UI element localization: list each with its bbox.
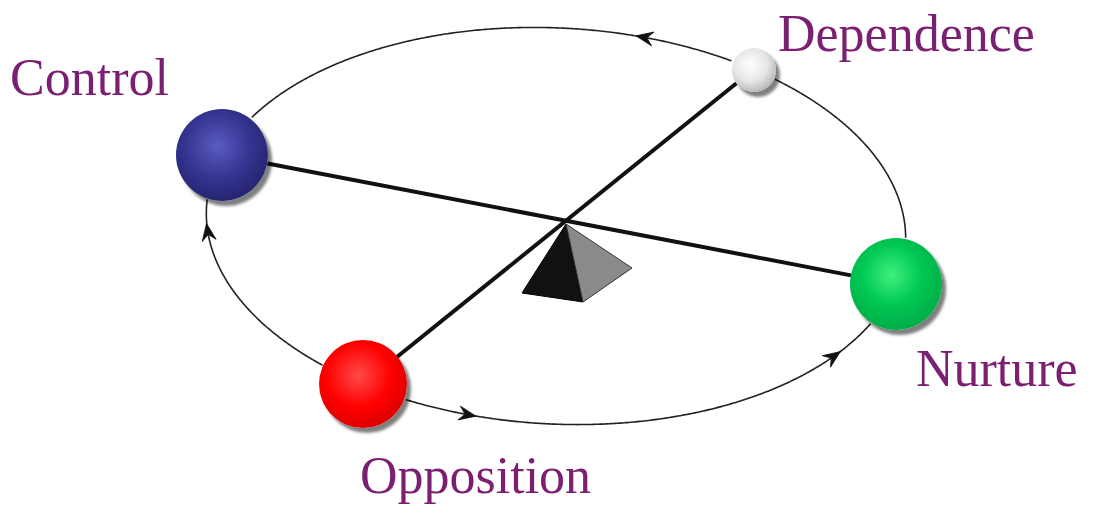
- arrowhead: [822, 346, 844, 367]
- orbit-arc: [252, 27, 732, 117]
- arrowhead: [200, 223, 216, 242]
- node-label: Nurture: [916, 343, 1078, 395]
- opposition-sphere: Opposition: [319, 340, 407, 428]
- node-label: Opposition: [360, 450, 591, 502]
- pivot-light-face: [566, 224, 632, 302]
- orbit-arc: [406, 324, 871, 425]
- orbit-arc: [775, 79, 906, 238]
- orbit-arc: [206, 199, 322, 365]
- control-sphere: Control: [176, 109, 268, 201]
- dependence-sphere: Dependence: [732, 48, 776, 92]
- node-label: Control: [10, 52, 169, 104]
- arrowhead: [635, 29, 654, 46]
- arrowhead: [458, 406, 477, 423]
- balance-beam: [397, 83, 736, 356]
- node-label: Dependence: [778, 8, 1035, 60]
- balance-beam: [267, 164, 850, 276]
- nurture-sphere: Nurture: [850, 238, 942, 330]
